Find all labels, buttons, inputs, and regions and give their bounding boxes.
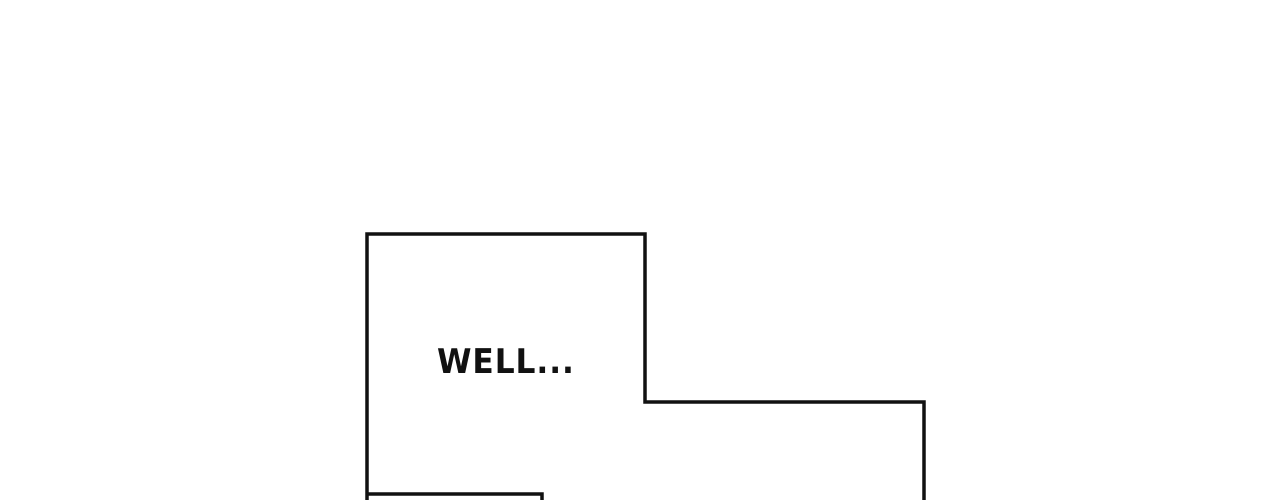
lower-box-border xyxy=(367,492,544,500)
speech-text: WELL... xyxy=(437,342,575,382)
speech-box-border xyxy=(365,232,926,500)
